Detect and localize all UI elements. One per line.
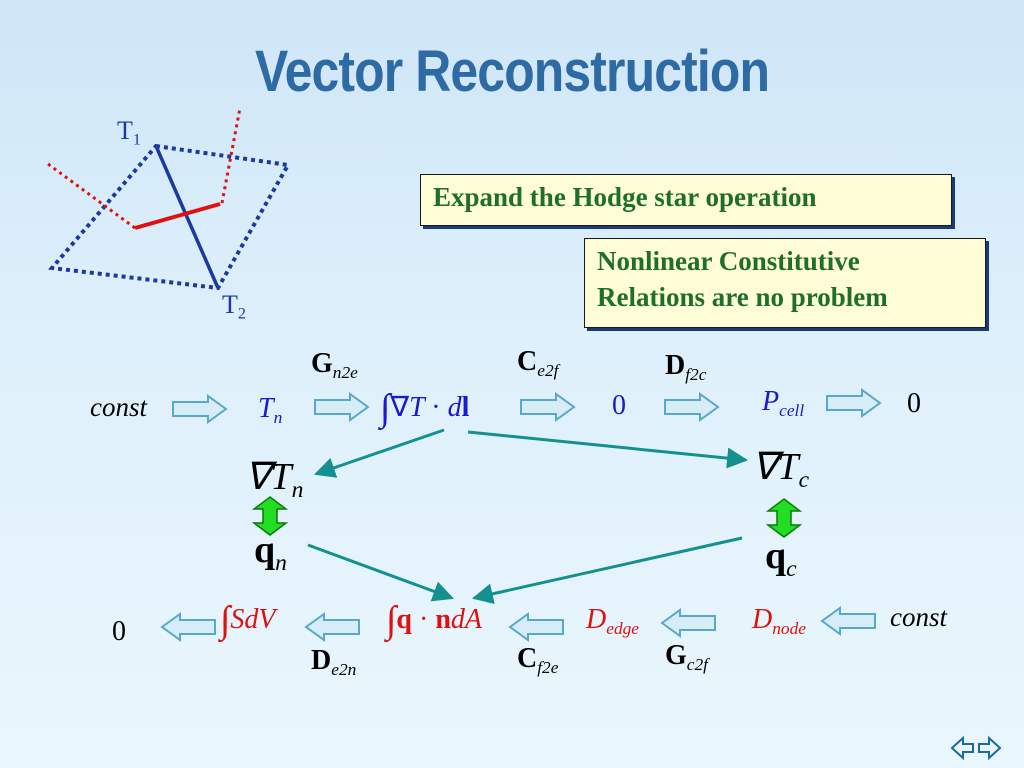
flux-q-text: q <box>396 604 412 635</box>
bottom-const: const <box>890 602 947 632</box>
dnode-sub: node <box>772 619 806 639</box>
integral-icon: ∫ <box>386 599 397 641</box>
bottom-sdv: ∫SdV <box>220 598 276 642</box>
top-tn: Tn <box>258 393 282 428</box>
block-arrow-left <box>820 606 876 636</box>
op-g-n2e: Gn2e <box>311 348 358 383</box>
top-zero-mid: 0 <box>612 390 626 421</box>
top-tn-sub: n <box>273 408 283 428</box>
t2-sub: 2 <box>237 305 246 323</box>
op-c-f2e-sub: f2e <box>537 658 559 678</box>
block-arrow-right <box>172 394 228 424</box>
t2-text: T <box>222 290 238 319</box>
grad-tc-sub: c <box>798 467 810 494</box>
grad-T-text: T <box>409 392 425 423</box>
grad-tc: ∇Tc <box>752 444 809 494</box>
callout-hodge: Expand the Hodge star operation <box>420 174 952 226</box>
label-t2: T2 <box>222 290 246 324</box>
bottom-dnode: Dnode <box>752 604 806 639</box>
qn-sub: n <box>275 550 287 577</box>
q-n: qn <box>254 528 287 577</box>
teal-connectors <box>307 428 749 605</box>
op-g-c2f: Gc2f <box>665 640 708 675</box>
op-g-sub: n2e <box>332 363 358 383</box>
bottom-dedge: Dedge <box>586 604 639 639</box>
block-arrow-left <box>508 612 564 642</box>
grad-tc-text: ∇T <box>752 446 799 488</box>
flux-n-text: n <box>435 604 451 635</box>
op-d-f2c: Df2c <box>665 350 706 385</box>
top-gradient-integral: ∫∇T · dl <box>380 386 469 430</box>
block-arrow-right <box>314 392 370 422</box>
t1-sub: 1 <box>132 131 141 149</box>
block-arrow-left <box>660 608 716 638</box>
callout-nonlinear-line2: Relations are no problem <box>597 282 888 312</box>
double-headed-arrow-green <box>766 498 802 538</box>
op-d-text: D <box>665 350 686 381</box>
mesh-cell <box>47 107 292 291</box>
sdv-text: SdV <box>230 604 276 635</box>
grad-tn-sub: n <box>291 477 304 504</box>
flux-da-text: dA <box>450 604 483 635</box>
nabla-text: ∇ <box>390 392 410 423</box>
nav-back-forward-icon[interactable] <box>950 733 1002 763</box>
bottom-zero: 0 <box>112 616 126 647</box>
op-c-f2e: Cf2e <box>517 643 558 678</box>
block-arrow-right <box>664 392 720 422</box>
dot-text: · <box>431 392 441 423</box>
op-g-c2f-sub: c2f <box>686 655 708 675</box>
d-text: d <box>447 392 462 423</box>
slide-title: Vector Reconstruction <box>254 39 770 104</box>
grad-tn-text: ∇T <box>245 456 292 498</box>
op-g-text: G <box>311 348 333 379</box>
label-t1: T1 <box>117 116 141 150</box>
op-c-text: C <box>517 346 538 377</box>
op-c-f2e-text: C <box>517 643 538 674</box>
op-g-c2f-text: G <box>665 640 687 671</box>
block-arrow-right <box>520 392 576 422</box>
t1-text: T <box>117 116 133 145</box>
l-vector-text: l <box>461 392 470 423</box>
integral-icon: ∫ <box>380 387 391 429</box>
block-arrow-left <box>304 612 360 642</box>
qc-text: q <box>765 535 787 577</box>
op-c-sub: e2f <box>537 361 559 381</box>
op-d-sub: f2c <box>685 365 707 385</box>
op-d-e2n-text: D <box>311 645 332 676</box>
dedge-text: D <box>586 604 607 635</box>
flux-dot-text: · <box>419 604 429 635</box>
double-headed-arrow-green <box>252 496 288 536</box>
q-c: qc <box>765 534 797 583</box>
dedge-sub: edge <box>606 619 640 639</box>
pcell-sub: cell <box>779 401 805 421</box>
pcell-text: P <box>762 386 780 417</box>
grad-tn: ∇Tn <box>245 454 303 504</box>
callout-nonlinear: Nonlinear Constitutive Relations are no … <box>584 238 986 328</box>
block-arrow-right <box>826 388 882 418</box>
bottom-flux-integral: ∫q · ndA <box>386 598 482 642</box>
block-arrow-left <box>160 612 216 642</box>
op-d-e2n-sub: e2n <box>331 660 357 680</box>
callout-nonlinear-line1: Nonlinear Constitutive <box>597 246 860 276</box>
op-d-e2n: De2n <box>311 645 356 680</box>
qc-sub: c <box>786 556 797 583</box>
integral-icon: ∫ <box>220 599 231 641</box>
op-c-e2f: Ce2f <box>517 346 558 381</box>
callout-hodge-text: Expand the Hodge star operation <box>433 182 817 212</box>
top-zero-end: 0 <box>907 388 921 419</box>
dnode-text: D <box>752 604 773 635</box>
top-const: const <box>90 392 147 422</box>
top-pcell: Pcell <box>762 386 804 421</box>
qn-text: q <box>254 529 276 571</box>
top-tn-text: T <box>258 393 274 424</box>
